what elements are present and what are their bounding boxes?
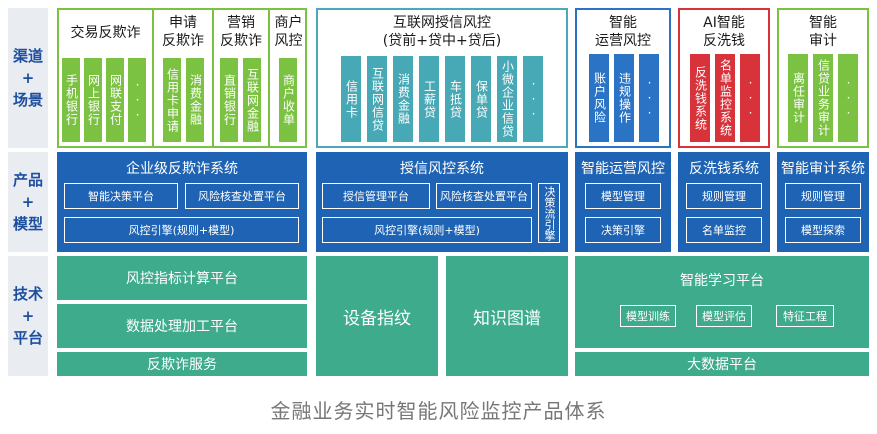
row-label-product: 产品 + 模型	[8, 152, 48, 252]
channel-tile: 信贷业务审计	[813, 54, 833, 142]
channel-tile: 商户收单	[279, 58, 297, 142]
channel-tile: 信用卡申请	[163, 58, 181, 142]
tech-processing-platform: 数据处理加工平台	[57, 304, 307, 348]
product-ops-title: 智能运营风控	[581, 161, 665, 177]
product-item: 风险核查处置平台	[436, 183, 532, 209]
channel-tile: 直销银行	[220, 58, 238, 142]
channel-audit-title: 智能 审计	[809, 15, 837, 49]
channel-tile: 名单监控系统	[715, 54, 735, 142]
tech-ml-item: 模型评估	[696, 305, 752, 327]
product-item: 智能决策平台	[64, 183, 178, 209]
divider	[152, 10, 154, 146]
channel-tile: 消费金融	[393, 56, 413, 142]
diagram-caption: 金融业务实时智能风险监控产品体系	[270, 399, 607, 423]
product-item: 授信管理平台	[322, 183, 430, 209]
product-item: 规则管理	[686, 183, 762, 209]
channel-tile: ···	[523, 56, 543, 142]
tech-ml-item: 特征工程	[776, 305, 834, 327]
product-item: 模型探索	[785, 217, 861, 243]
channel-tile: ···	[639, 54, 659, 142]
product-credit-title: 授信风控系统	[400, 161, 484, 177]
channel-tile: 网上银行	[84, 58, 102, 142]
channel-aml-title: AI智能 反洗钱	[703, 15, 745, 49]
product-audit-title: 智能审计系统	[781, 161, 865, 177]
product-antifraud-panel	[57, 152, 307, 252]
channel-tile: ···	[740, 54, 760, 142]
product-item: 决策引擎	[585, 217, 661, 243]
channel-tile: 网联支付	[106, 58, 124, 142]
channel-tile: 消费金融	[186, 58, 204, 142]
channel-tile: 离任审计	[788, 54, 808, 142]
channel-marketing-title: 营销 反欺诈	[220, 15, 262, 49]
channel-tile: ···	[838, 54, 858, 142]
channel-tile: 账户风险	[589, 54, 609, 142]
product-item: 决策流引擎	[538, 183, 560, 243]
product-item: 规则管理	[785, 183, 861, 209]
product-item: 名单监控	[686, 217, 762, 243]
channel-tile: 反洗钱系统	[690, 54, 710, 142]
channel-tile: ···	[128, 58, 146, 142]
channel-credit-subtitle: (贷前+贷中+贷后)	[382, 33, 502, 49]
channel-merchant-title: 商户 风控	[274, 15, 303, 49]
channel-tile: 保单贷	[471, 56, 491, 142]
row-label-tech: 技术 + 平台	[8, 256, 48, 376]
channel-tile: 互联网信贷	[367, 56, 387, 142]
tech-bigdata-platform: 大数据平台	[575, 352, 869, 376]
channel-tile: 互联网金融	[243, 58, 261, 142]
product-aml-panel	[678, 152, 770, 252]
tech-antifraud-service: 反欺诈服务	[57, 352, 307, 376]
product-item: 风控引擎(规则+模型)	[322, 217, 532, 243]
product-aml-title: 反洗钱系统	[689, 161, 759, 177]
channel-apply-title: 申请 反欺诈	[162, 15, 204, 49]
product-antifraud-title: 企业级反欺诈系统	[126, 161, 238, 177]
channel-credit-title: 互联网授信风控	[393, 15, 491, 31]
tech-ml-item: 模型训练	[620, 305, 676, 327]
channel-tile: 小微企业信贷	[497, 56, 517, 142]
channel-tile: 车抵贷	[445, 56, 465, 142]
product-item: 模型管理	[585, 183, 661, 209]
product-audit-panel	[777, 152, 869, 252]
product-item: 风险核查处置平台	[185, 183, 299, 209]
channel-tile: 手机银行	[62, 58, 80, 142]
divider	[268, 10, 270, 146]
channel-tile: 违规操作	[614, 54, 634, 142]
channel-tile: 信用卡	[341, 56, 361, 142]
channel-antifraud-title: 交易反欺诈	[70, 25, 141, 41]
tech-device-fingerprint: 设备指纹	[316, 256, 438, 376]
tech-ml-platform: 智能学习平台	[575, 256, 869, 348]
row-label-channel: 渠道 + 场景	[8, 8, 48, 148]
channel-tile: 工薪贷	[419, 56, 439, 142]
product-item: 风控引擎(规则+模型)	[64, 217, 299, 243]
tech-knowledge-graph: 知识图谱	[446, 256, 568, 376]
channel-ops-title: 智能 运营风控	[595, 15, 651, 49]
divider	[212, 10, 214, 146]
product-ops-panel	[575, 152, 671, 252]
product-credit-panel	[316, 152, 568, 252]
tech-indicator-platform: 风控指标计算平台	[57, 256, 307, 300]
